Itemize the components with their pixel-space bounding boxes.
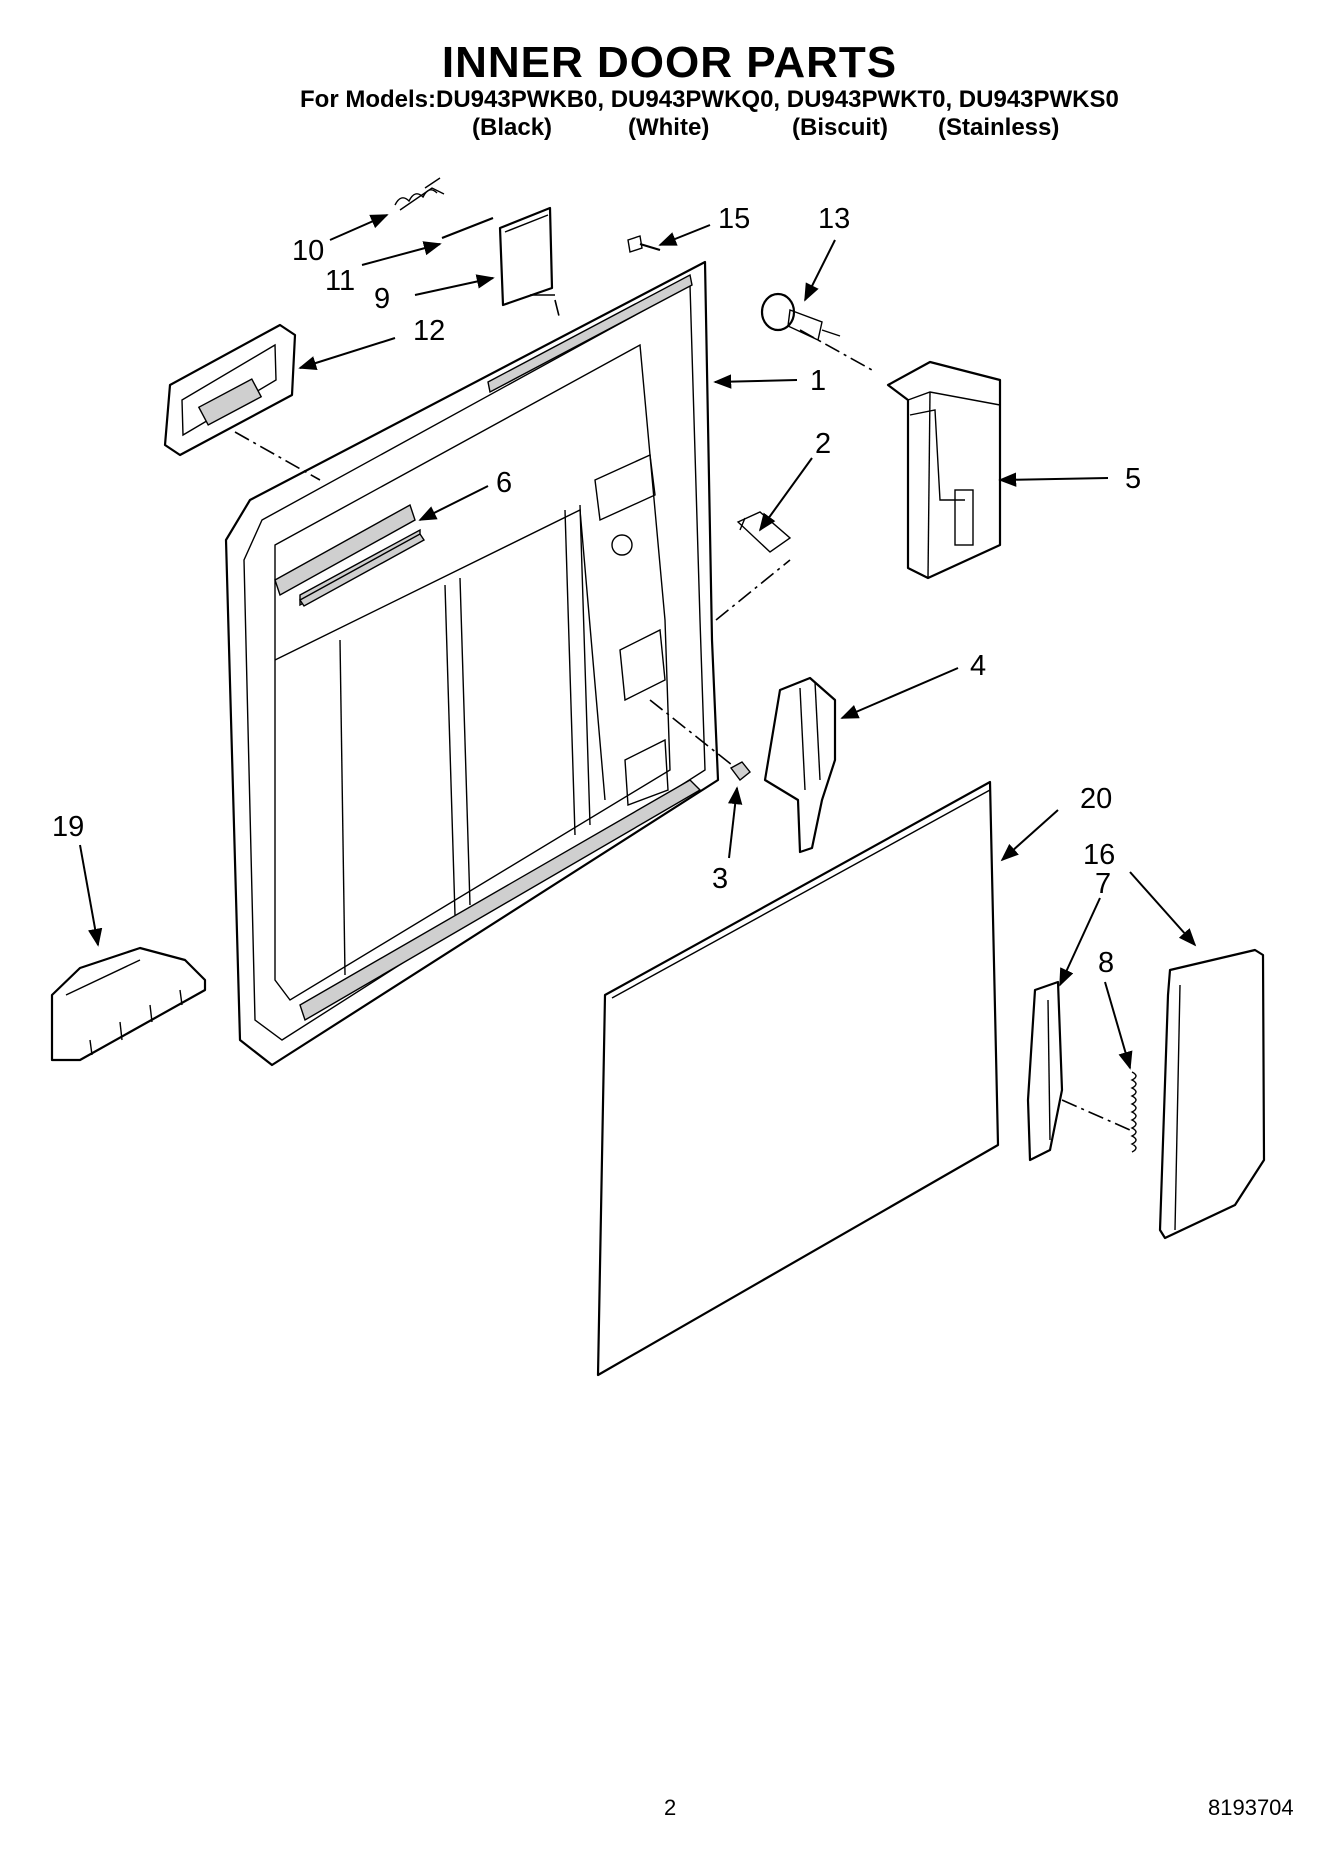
callout-20: 20	[1080, 783, 1112, 815]
callout-1: 1	[810, 365, 826, 397]
finish-white: (White)	[628, 114, 710, 141]
callout-13: 13	[818, 203, 850, 235]
seal-strip	[298, 533, 426, 607]
latch-housing	[886, 360, 1002, 580]
screw	[627, 235, 661, 253]
callout-15: 15	[718, 203, 750, 235]
side-trim	[1158, 948, 1266, 1240]
slide-bracket	[1026, 980, 1064, 1162]
rod	[441, 216, 494, 240]
page-number: 2	[664, 1795, 677, 1820]
stop-bumper	[729, 761, 751, 781]
finish-biscuit: (Biscuit)	[792, 114, 888, 141]
callout-16: 16	[1083, 839, 1115, 871]
hinge-spring	[394, 177, 445, 211]
vent-grille	[163, 323, 297, 457]
latch-lever	[763, 676, 837, 854]
knob-fastener	[760, 292, 841, 342]
callout-7: 7	[1095, 868, 1111, 900]
document-number: 8193704	[1208, 1795, 1294, 1820]
models-line: For Models:DU943PWKB0, DU943PWKQ0, DU943…	[300, 86, 1119, 113]
callout-10: 10	[292, 235, 324, 267]
end-cap	[50, 946, 207, 1062]
spring	[1130, 1071, 1137, 1153]
inner-door-panel	[224, 260, 720, 1067]
finish-black: (Black)	[472, 114, 553, 141]
callout-19: 19	[52, 811, 84, 843]
callout-2: 2	[815, 428, 831, 460]
latch-bracket	[736, 511, 792, 553]
outer-door-panel	[596, 780, 1000, 1377]
finish-stainless: (Stainless)	[938, 114, 1060, 141]
callout-11: 11	[325, 265, 355, 297]
callout-9: 9	[374, 283, 390, 315]
callout-8: 8	[1098, 947, 1114, 979]
callout-6: 6	[496, 467, 512, 499]
callout-4: 4	[970, 650, 986, 682]
page-title: INNER DOOR PARTS	[441, 38, 898, 87]
callout-3: 3	[712, 863, 728, 895]
callout-12: 12	[413, 315, 445, 347]
cover-plate	[498, 206, 555, 307]
callout-5: 5	[1125, 463, 1141, 495]
